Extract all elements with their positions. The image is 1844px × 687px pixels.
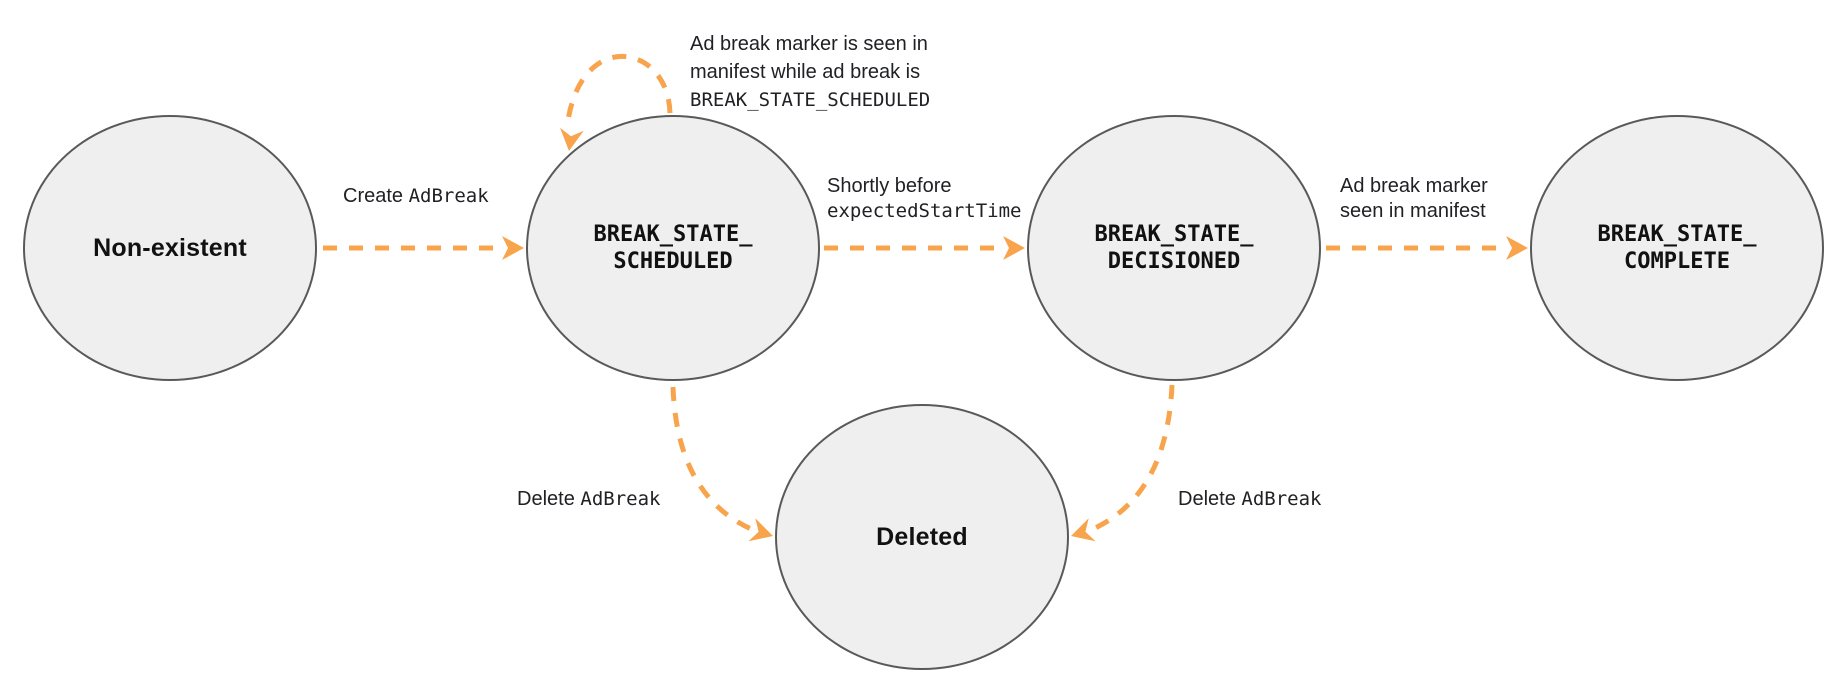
state-label-line1: BREAK_STATE_ — [1597, 222, 1757, 247]
state-label-non-existent: Non-existent — [93, 233, 247, 262]
state-label-deleted: Deleted — [876, 522, 968, 551]
state-node-deleted: Deleted — [775, 404, 1069, 670]
edge-delete-from-scheduled — [670, 386, 753, 532]
edge-label-shortly-before: Shortly before expectedStartTime — [827, 174, 1021, 224]
edge-label-line3-code: BREAK_STATE_SCHEDULED — [690, 89, 931, 111]
state-label-line2: COMPLETE — [1624, 249, 1730, 274]
edge-label-line1: Ad break marker — [1340, 175, 1488, 197]
edge-label-code: AdBreak — [580, 488, 661, 510]
edge-label-create-adbreak: Create AdBreak — [343, 183, 489, 210]
edge-label-text: Delete — [1178, 488, 1242, 510]
edge-self-loop — [564, 54, 673, 129]
edge-label-delete-adbreak-right: Delete AdBreak — [1178, 486, 1321, 513]
arrowhead-delete-from-decisioned — [1071, 518, 1096, 542]
edge-label-line2-code: expectedStartTime — [827, 200, 1022, 222]
edge-label-text: Delete — [517, 488, 581, 510]
edge-label-line1: Shortly before — [827, 175, 952, 197]
state-node-break-state-scheduled: BREAK_STATE_SCHEDULED — [526, 115, 820, 381]
state-label-line1: BREAK_STATE_ — [1094, 222, 1254, 247]
arrowhead-self-loop — [560, 127, 584, 151]
edge-label-self-loop: Ad break marker is seen in manifest whil… — [690, 30, 930, 114]
state-node-non-existent: Non-existent — [23, 115, 317, 381]
state-node-break-state-complete: BREAK_STATE_COMPLETE — [1530, 115, 1824, 381]
edge-delete-from-decisioned — [1091, 384, 1175, 532]
edge-label-line1: Ad break marker is seen in — [690, 33, 928, 55]
state-label-break-state-decisioned: BREAK_STATE_DECISIONED — [1095, 221, 1254, 275]
edge-label-line2: seen in manifest — [1340, 200, 1486, 222]
state-node-break-state-decisioned: BREAK_STATE_DECISIONED — [1027, 115, 1321, 381]
arrowhead-to-complete — [1506, 236, 1528, 260]
edge-label-text: Create — [343, 185, 409, 207]
arrowhead-create-adbreak — [502, 236, 524, 260]
edge-label-delete-adbreak-left: Delete AdBreak — [517, 486, 660, 513]
arrowhead-to-decisioned — [1003, 236, 1025, 260]
edge-label-line2: manifest while ad break is — [690, 61, 921, 83]
state-label-break-state-scheduled: BREAK_STATE_SCHEDULED — [594, 221, 753, 275]
edge-label-code: AdBreak — [408, 185, 489, 207]
state-label-break-state-complete: BREAK_STATE_COMPLETE — [1598, 221, 1757, 275]
state-label-line2: DECISIONED — [1107, 249, 1241, 274]
edge-label-code: AdBreak — [1241, 488, 1322, 510]
state-label-line2: SCHEDULED — [613, 249, 733, 274]
edge-label-marker-seen: Ad break marker seen in manifest — [1340, 174, 1488, 224]
arrowhead-delete-from-scheduled — [748, 518, 773, 542]
state-label-line1: BREAK_STATE_ — [593, 222, 753, 247]
